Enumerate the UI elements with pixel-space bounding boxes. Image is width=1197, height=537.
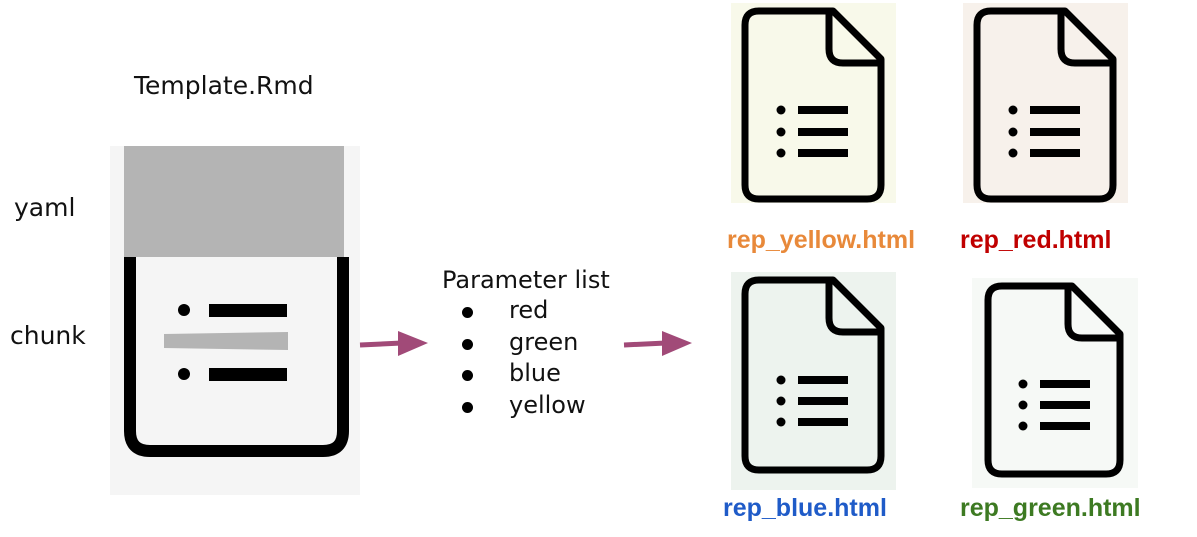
document-list-icon: [973, 7, 1117, 203]
document-list-icon: [741, 7, 885, 203]
chunk-line-1: [209, 304, 287, 317]
report-red-document: [963, 3, 1128, 203]
parameter-item: yellow: [442, 391, 642, 423]
parameter-item: blue: [442, 359, 642, 391]
report-green-document: [972, 278, 1138, 488]
right-arrow-icon: [358, 328, 430, 360]
right-arrow-icon: [622, 328, 694, 360]
chunk-label: chunk: [10, 321, 86, 350]
yaml-label: yaml: [14, 193, 76, 222]
yaml-block: [124, 146, 344, 257]
bullet-icon: [462, 401, 473, 413]
template-document: [110, 146, 360, 495]
template-filename: Template.Rmd: [134, 71, 314, 100]
parameter-list-title: Parameter list: [442, 266, 610, 294]
report-red-filename: rep_red.html: [960, 226, 1112, 254]
parameter-item: green: [442, 328, 642, 360]
chunk-bullet-2: [178, 368, 190, 380]
report-blue-filename: rep_blue.html: [723, 494, 887, 522]
bullet-icon: [462, 370, 473, 381]
parameter-item: red: [442, 296, 642, 328]
template-document-outline: [124, 257, 349, 457]
parameter-list: red green blue yellow: [442, 296, 642, 422]
report-yellow-filename: rep_yellow.html: [727, 226, 916, 254]
document-list-icon: [741, 276, 885, 474]
chunk-highlight-line: [164, 332, 288, 350]
chunk-line-2: [209, 368, 287, 381]
document-list-icon: [984, 282, 1124, 478]
chunk-bullet-1: [178, 304, 190, 316]
report-yellow-document: [731, 3, 896, 203]
bullet-icon: [462, 338, 473, 350]
bullet-icon: [462, 307, 473, 318]
report-green-filename: rep_green.html: [960, 494, 1141, 522]
report-blue-document: [731, 272, 896, 490]
